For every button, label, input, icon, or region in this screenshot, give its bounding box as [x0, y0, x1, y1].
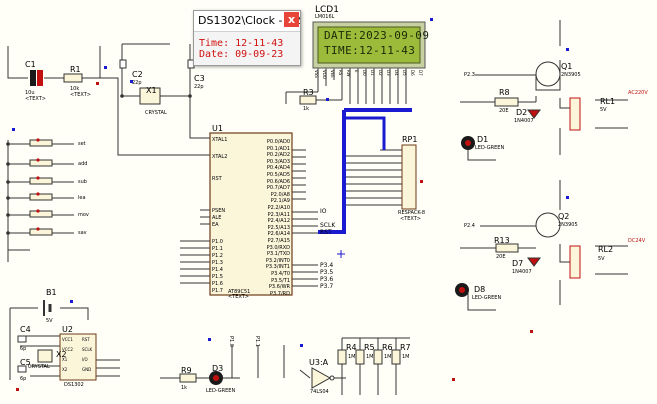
- popup-title: DS1302\Clock - U2: [198, 14, 302, 27]
- popup-titlebar[interactable]: DS1302\Clock - U2 x: [194, 11, 302, 32]
- popup-date-readout: Date: 09-09-23: [199, 49, 284, 60]
- close-icon[interactable]: x: [284, 12, 299, 27]
- popup-time-readout: Time: 12-11-43: [199, 38, 284, 49]
- clock-debug-popup[interactable]: DS1302\Clock - U2 x Time: 12-11-43 Date:…: [193, 10, 301, 66]
